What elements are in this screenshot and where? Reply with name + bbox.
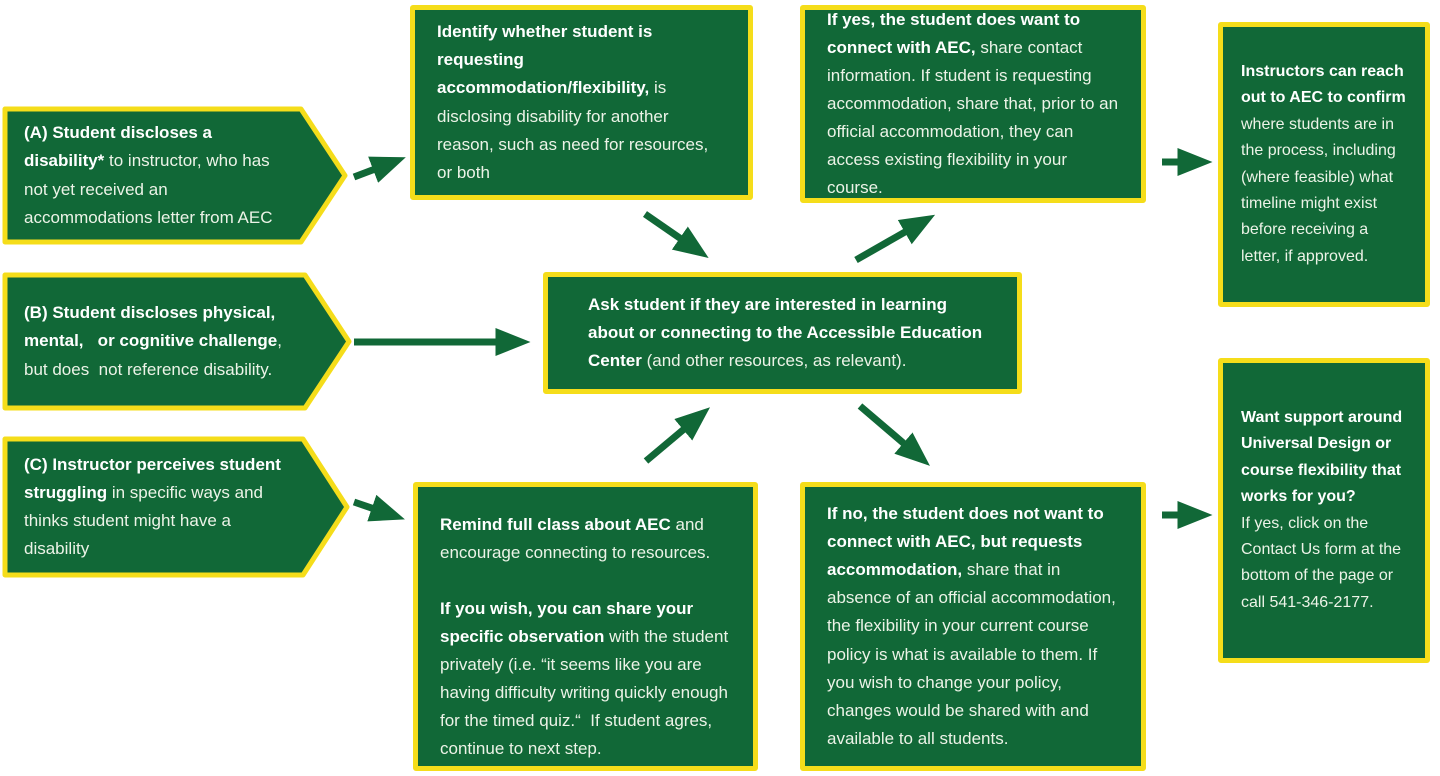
entry-box-c: (C) Instructor perceives student struggl… [2, 436, 350, 578]
box-ask-student-text: Ask student if they are interested in le… [588, 291, 995, 375]
arrow-a-to-identify [352, 156, 406, 183]
box-instructors-reach: Instructors can reach out to AEC to conf… [1218, 22, 1430, 307]
box-if-no: If no, the student does not want to conn… [800, 482, 1146, 771]
box-remind: Remind full class about AEC and encourag… [413, 482, 758, 771]
box-want-support-text: Want support around Universal Design or … [1241, 405, 1407, 616]
box-remind-p1: Remind full class about AEC and encourag… [440, 511, 731, 567]
box-instructors-reach-rest: where students are in the process, inclu… [1241, 89, 1411, 265]
arrow-center-to-ifno [857, 403, 930, 466]
entry-box-a: (A) Student discloses a disability* to i… [2, 106, 348, 245]
arrow-center-to-ifyes [854, 214, 936, 264]
entry-box-a-rest: to instructor, who has not yet received … [24, 151, 275, 227]
box-want-support: Want support around Universal Design or … [1218, 358, 1430, 663]
arrow-remind-to-center [643, 407, 711, 464]
pentagon-shape [2, 436, 350, 578]
box-instructors-reach-text: Instructors can reach out to AEC to conf… [1241, 59, 1407, 270]
entry-box-c-rest: in specific ways and thinks student migh… [24, 482, 268, 559]
arrow-c-to-remind [352, 494, 405, 522]
box-if-no-text: If no, the student does not want to conn… [827, 500, 1119, 752]
box-if-yes-bold: If yes, the student does want to connect… [827, 9, 1085, 57]
box-ask-student-bold: Ask student if they are interested in le… [588, 294, 987, 371]
box-want-support-rest: If yes, click on the Contact Us form at … [1241, 514, 1406, 611]
box-identify: Identify whether student is requesting a… [410, 5, 753, 200]
arrow-identify-to-center [643, 211, 709, 258]
box-identify-bold: Identify whether student is requesting a… [437, 22, 658, 98]
box-want-support-bold: Want support around Universal Design or … [1241, 408, 1407, 506]
box-identify-text: Identify whether student is requesting a… [437, 18, 726, 186]
entry-box-b-bold: (B) Student discloses physical, mental, … [24, 303, 281, 351]
pentagon-shape [2, 106, 348, 245]
box-ask-student: Ask student if they are interested in le… [543, 272, 1022, 394]
entry-box-b: (B) Student discloses physical, mental, … [2, 272, 352, 411]
box-identify-rest: is disclosing disability for another rea… [437, 78, 713, 182]
entry-box-c-text: (C) Instructor perceives student struggl… [24, 436, 292, 578]
box-remind-p1-bold: Remind full class about AEC [440, 515, 671, 534]
box-if-no-rest: share that in absence of an official acc… [827, 560, 1121, 748]
box-remind-p1-rest: and encourage connecting to resources. [440, 515, 711, 563]
entry-box-a-text: (A) Student discloses a disability* to i… [24, 106, 290, 245]
box-if-yes-text: If yes, the student does want to connect… [827, 6, 1119, 202]
box-if-yes: If yes, the student does want to connect… [800, 5, 1146, 203]
entry-box-b-text: (B) Student discloses physical, mental, … [24, 272, 294, 411]
entry-box-b-rest: , but does not reference disability. [24, 331, 287, 379]
box-if-yes-rest: share contact information. If student is… [827, 37, 1123, 198]
box-ask-student-rest: (and other resources, as relevant). [641, 351, 907, 371]
box-if-no-bold: If no, the student does not want to conn… [827, 504, 1109, 580]
entry-box-a-bold: (A) Student discloses a disability* [24, 123, 217, 171]
box-instructors-reach-bold: Instructors can reach out to AEC to conf… [1241, 62, 1409, 107]
box-remind-p2-rest: with the student privately (i.e. “it see… [440, 627, 733, 759]
entry-box-c-bold: (C) Instructor perceives student struggl… [24, 454, 286, 502]
pentagon-shape [2, 272, 352, 411]
box-remind-p2: If you wish, you can share your specific… [440, 595, 731, 763]
box-remind-p2-bold: If you wish, you can share your specific… [440, 599, 698, 647]
